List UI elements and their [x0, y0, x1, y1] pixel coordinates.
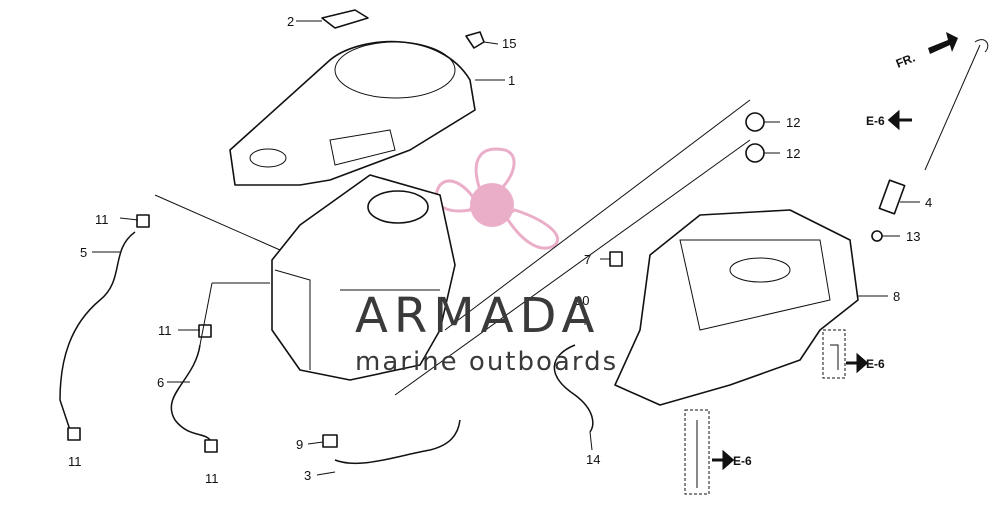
callout-12: 12	[786, 115, 800, 130]
callout-2: 2	[287, 14, 294, 29]
clamp-part-11c	[67, 427, 81, 441]
hose-part-6	[170, 344, 213, 446]
callout-3: 3	[304, 468, 311, 483]
arrow-icon	[712, 449, 735, 471]
engine-cover-part	[229, 40, 476, 186]
callout-10: 10	[575, 293, 589, 308]
clip-part-7	[609, 251, 623, 267]
bolt-box-2	[684, 409, 710, 495]
clamp-part-11b	[198, 324, 212, 338]
hose-part-5	[59, 231, 136, 431]
washer-part-13	[871, 230, 883, 242]
callout-4: 4	[925, 195, 932, 210]
callout-11: 11	[68, 454, 82, 469]
clamp-part-11a	[136, 214, 150, 228]
callout-12: 12	[786, 146, 800, 161]
cylinder-block-part	[271, 174, 456, 381]
assembly-lines	[154, 99, 751, 396]
callout-8: 8	[893, 289, 900, 304]
front-arrow-icon	[928, 32, 958, 54]
callout-11: 11	[205, 471, 219, 486]
callout-5: 5	[80, 245, 87, 260]
callout-6: 6	[157, 375, 164, 390]
ref-e6: E-6	[733, 454, 752, 468]
seal-part	[321, 9, 369, 29]
clamp-part-11d	[204, 439, 218, 453]
watermark-brand: ARMADA	[355, 288, 600, 344]
dipstick-part	[878, 39, 989, 215]
callout-11: 11	[158, 323, 172, 338]
hose-part-14	[553, 344, 594, 433]
bolt-box-1	[822, 329, 846, 379]
ref-e6: E-6	[866, 114, 885, 128]
callout-7: 7	[584, 252, 591, 267]
arrow-icon	[846, 352, 869, 374]
washer-part-12a	[745, 112, 765, 132]
hose-part-3	[334, 419, 461, 465]
washer-part-12b	[745, 143, 765, 163]
watermark-logo	[434, 147, 559, 250]
oil-case-part	[614, 209, 859, 406]
clamp-part-9	[322, 434, 338, 448]
callout-1: 1	[508, 73, 515, 88]
ref-e6: E-6	[866, 357, 885, 371]
callout-14: 14	[586, 452, 600, 467]
callout-11: 11	[95, 212, 109, 227]
callout-15: 15	[502, 36, 516, 51]
callout-13: 13	[906, 229, 920, 244]
screw-part	[465, 31, 485, 49]
arrow-icon	[887, 109, 912, 131]
callout-9: 9	[296, 437, 303, 452]
watermark-tagline: marine outboards	[355, 347, 618, 377]
front-marker: FR.	[894, 51, 917, 71]
